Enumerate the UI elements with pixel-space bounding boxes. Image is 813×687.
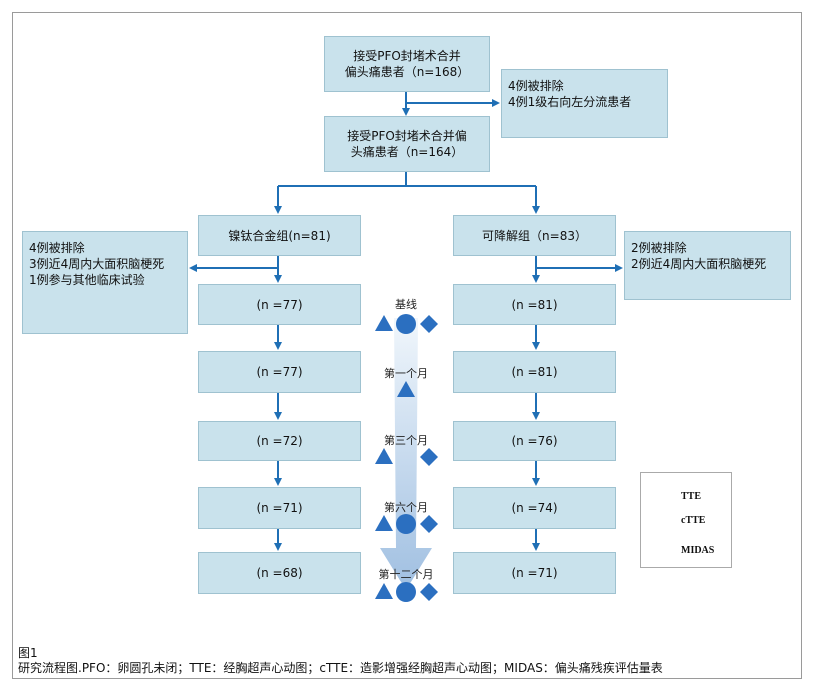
figure-caption: 研究流程图.PFO：卵圆孔未闭；TTE：经胸超声心动图；cTTE：造影增强经胸超… [18, 661, 663, 675]
timepoint-month1: 第一个月 [384, 367, 428, 380]
circle-icon [396, 582, 416, 602]
triangle-icon [375, 315, 393, 331]
excluded-right-box: 2例被排除 2例近4周内大面积脑梗死 [624, 231, 791, 300]
bio-count-month6: (n =74) [453, 487, 616, 529]
circle-icon [396, 314, 416, 334]
ni-count-month6: (n =71) [198, 487, 361, 529]
ni-count-month3: (n =72) [198, 421, 361, 461]
included-box: 接受PFO封堵术合并偏 头痛患者（n=164） [324, 116, 490, 172]
biodegradable-group-box: 可降解组（n=83） [453, 215, 616, 256]
timeline-arrow [380, 318, 432, 590]
excluded-left-box: 4例被排除 3例近4周内大面积脑梗死 1例参与其他临床试验 [22, 231, 188, 334]
legend-midas: MIDAS [681, 545, 715, 556]
ni-count-month1: (n =77) [198, 351, 361, 393]
bio-count-month3: (n =76) [453, 421, 616, 461]
bio-count-month12: (n =71) [453, 552, 616, 594]
diamond-icon [420, 515, 438, 533]
timepoint-month3: 第三个月 [384, 434, 428, 447]
diamond-icon [420, 583, 438, 601]
diamond-icon [420, 448, 438, 466]
ni-count-month12: (n =68) [198, 552, 361, 594]
bio-count-baseline: (n =81) [453, 284, 616, 325]
excluded-top-box: 4例被排除 4例1级右向左分流患者 [501, 69, 668, 138]
timepoint-month6: 第六个月 [384, 501, 428, 514]
circle-icon [396, 514, 416, 534]
triangle-icon [397, 381, 415, 397]
timepoint-month12: 第十二个月 [378, 568, 434, 581]
diamond-icon [420, 315, 438, 333]
nitinol-group-box: 镍钛合金组(n=81) [198, 215, 361, 256]
triangle-icon [375, 583, 393, 599]
figure-number: 图1 [18, 646, 38, 660]
bio-count-month1: (n =81) [453, 351, 616, 393]
enrolled-box: 接受PFO封堵术合并 偏头痛患者（n=168） [324, 36, 490, 92]
legend-ctte: cTTE [681, 515, 706, 526]
ni-count-baseline: (n =77) [198, 284, 361, 325]
triangle-icon [375, 515, 393, 531]
legend-tte: TTE [681, 491, 702, 502]
legend: TTE cTTE MIDAS [640, 472, 732, 568]
timepoint-baseline: 基线 [395, 298, 417, 311]
triangle-icon [375, 448, 393, 464]
timepoint-markers [375, 314, 438, 602]
